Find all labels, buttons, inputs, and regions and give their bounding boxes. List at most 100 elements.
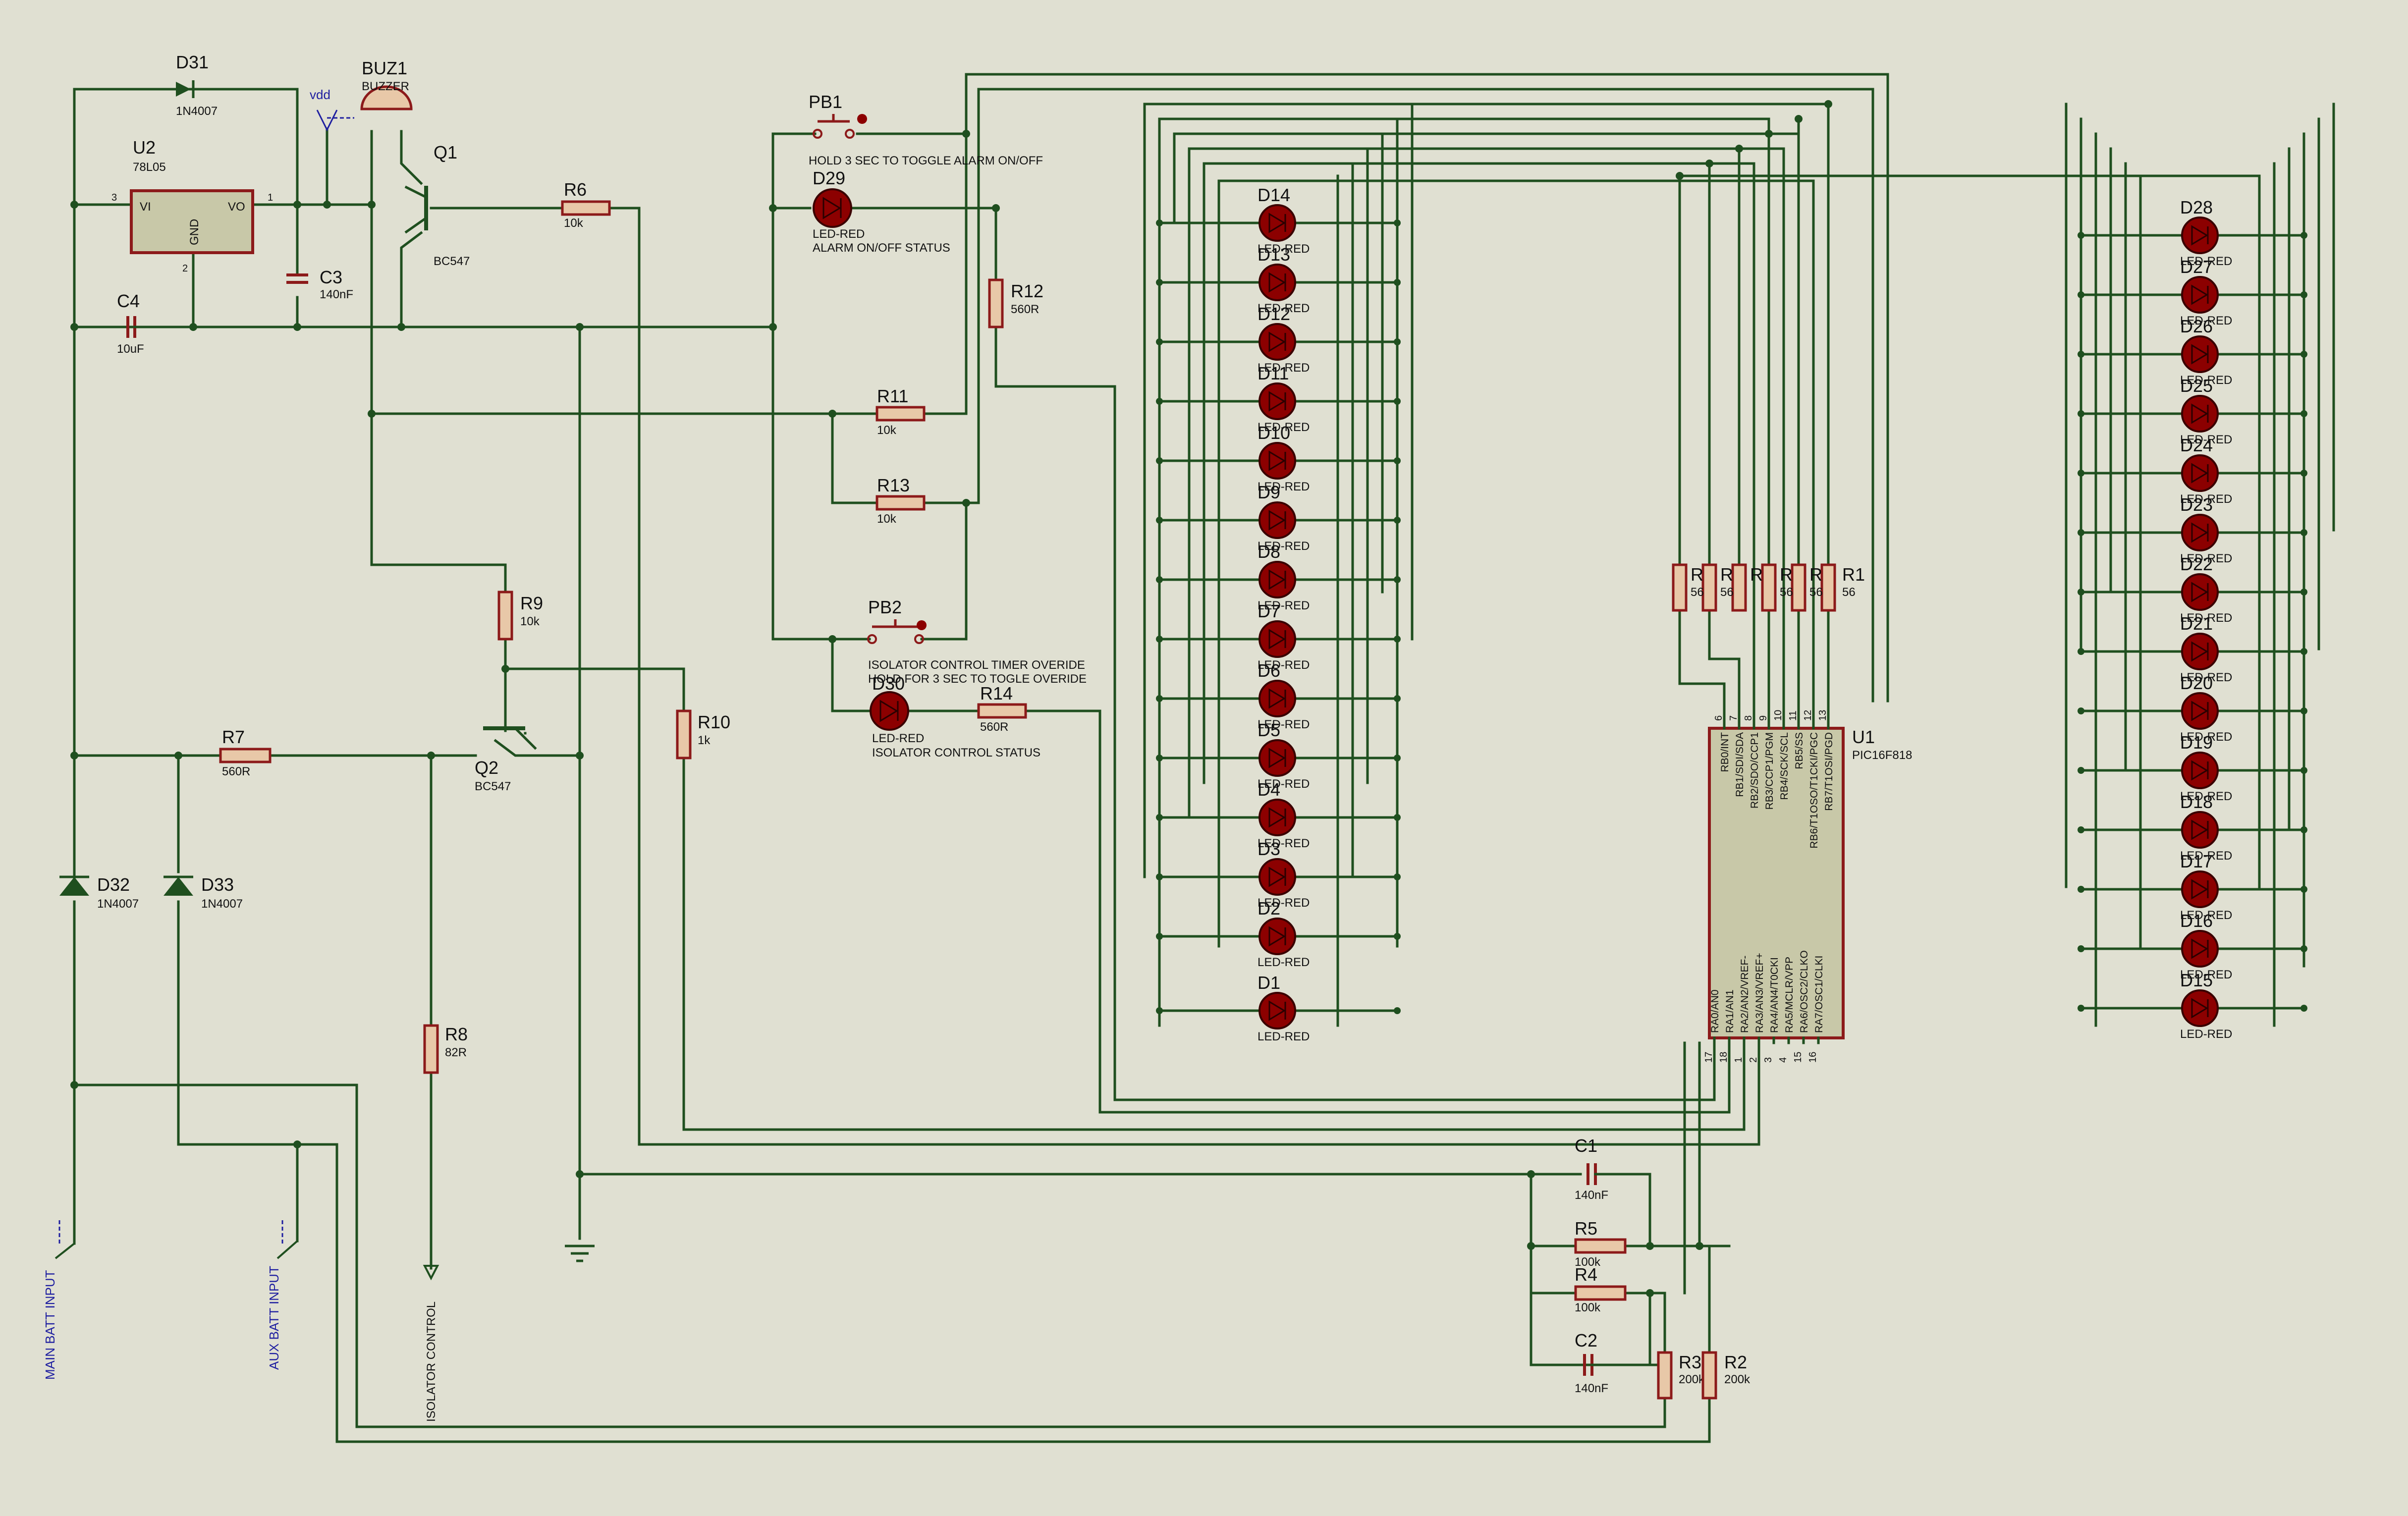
led-ref: D28 [2180, 197, 2213, 217]
q1-ref: Q1 [434, 142, 457, 162]
u2-pin-in: 3 [111, 192, 117, 203]
mcu-top-pin-num: 9 [1758, 715, 1769, 721]
led-d30: D30 LED-RED ISOLATOR CONTROL STATUS [870, 673, 1040, 759]
resistor-r8: R8 82R [423, 1024, 468, 1074]
right-led-column: D28LED-REDD27LED-REDD26LED-REDD25LED-RED… [2078, 197, 2307, 1041]
d33-value: 1N4007 [201, 897, 243, 911]
r11-ref: R11 [877, 386, 908, 406]
led-ref: D5 [1258, 720, 1280, 740]
u2-pin-gnd: 2 [182, 263, 188, 274]
mcu-top-pin-num: 12 [1803, 710, 1813, 721]
led-value: LED-RED [2180, 433, 2232, 446]
mcu-u1: U1 PIC16F818 [1708, 700, 1912, 1044]
mcu-top-pin-name: RB0/INT [1719, 732, 1731, 772]
r13-value: 10k [877, 512, 897, 526]
resistor-r12: R12 560R [988, 278, 1043, 328]
led-value: LED-RED [2180, 552, 2232, 565]
mcu-top-pin-name: RB2/SDO/CCP1 [1749, 732, 1760, 809]
led-value: LED-RED [1258, 777, 1310, 791]
vdd-terminal: vdd [310, 87, 354, 132]
led-value: LED-RED [2180, 611, 2232, 625]
resistor-r14: R14 560R [977, 683, 1027, 734]
c2-value: 140nF [1575, 1382, 1608, 1395]
mcu-bottom-pin-name: RA4/AN4/T0CKI [1769, 957, 1780, 1033]
mcu-bottom-pin-num: 15 [1793, 1052, 1804, 1063]
u2-gnd: GND [188, 219, 201, 245]
mcu-bottom-pin-num: 18 [1718, 1052, 1729, 1063]
mcu-bottom-pin-num: 17 [1703, 1052, 1714, 1063]
r14-value: 560R [980, 720, 1008, 734]
rbank-ref-4: R [1780, 564, 1793, 585]
d29-value: LED-RED [813, 227, 865, 241]
rbank-ref-1: R [1691, 564, 1703, 585]
mcu-top-pin-name: RB1/SDI/SDA [1734, 732, 1746, 797]
pb1-note: HOLD 3 SEC TO TOGGLE ALARM ON/OFF [809, 154, 1043, 167]
r6-value: 10k [564, 217, 584, 230]
mcu-bottom-pin-num: 3 [1763, 1057, 1774, 1063]
d29-ref: D29 [813, 168, 845, 188]
u2-vo: VO [228, 200, 245, 214]
left-led-column: D14LED-REDD13LED-REDD12LED-REDD11LED-RED… [1156, 185, 1401, 1043]
led-value: LED-RED [2180, 671, 2232, 684]
rbank-ref-3: R [1750, 564, 1763, 585]
mcu-top-pin-num: 11 [1788, 710, 1799, 721]
led-ref: D21 [2180, 613, 2213, 634]
mcu-top-pin-name: RB6/T1OSO/T1CKI/PGC [1808, 732, 1820, 849]
resistor-r2: R2 200k [1701, 1351, 1751, 1400]
led-ref: D26 [2180, 316, 2213, 336]
mcu-bottom-pin-name: RA1/AN1 [1724, 989, 1736, 1033]
r9-ref: R9 [520, 593, 543, 613]
diode-d31: D31 1N4007 [176, 52, 218, 118]
resistor-r10: R10 1k [676, 709, 730, 759]
led-value: LED-RED [1258, 718, 1310, 731]
r2-value: 200k [1724, 1373, 1751, 1386]
capacitor-c3: C3 140nF [286, 267, 353, 301]
terminal-main-batt: MAIN BATT INPUT [43, 1219, 75, 1380]
resistor-bank: R 56 R 56 R 56 R 56 R R1 56 [1672, 563, 1865, 612]
pb2-ref: PB2 [868, 597, 902, 617]
led-ref: D27 [2180, 257, 2213, 277]
led-value: LED-RED [2180, 374, 2232, 387]
led-ref: D16 [2180, 911, 2213, 931]
capacitor-c4: C4 10uF [117, 291, 195, 356]
led-value: LED-RED [1258, 896, 1310, 910]
led-ref: D3 [1258, 839, 1280, 859]
mcu-top-pin-name: RB7/T1OSI/PGD [1823, 732, 1835, 811]
led-value: LED-RED [1258, 480, 1310, 493]
resistor-r11: R11 10k [876, 386, 926, 437]
isolator-label: ISOLATOR CONTROL [425, 1301, 438, 1422]
rbank-val-5: 56 [1809, 586, 1823, 599]
pb2-note1: ISOLATOR CONTROL TIMER OVERIDE [868, 658, 1085, 672]
led-value: LED-RED [2180, 314, 2232, 327]
c3-ref: C3 [320, 267, 342, 287]
terminal-aux-batt: AUX BATT INPUT [267, 1219, 298, 1370]
transistor-q1: Q1 BC547 [404, 142, 470, 268]
buz1-ref: BUZ1 [362, 58, 407, 78]
resistor-r4: R4 100k [1574, 1264, 1627, 1314]
regulator-u2: U2 78L05 VI VO GND 3 1 2 [111, 137, 273, 274]
d32-ref: D32 [97, 874, 130, 895]
led-ref: D24 [2180, 435, 2213, 455]
d29-note: ALARM ON/OFF STATUS [813, 241, 950, 255]
r6-ref: R6 [564, 179, 587, 200]
led-value: LED-RED [1258, 1030, 1310, 1043]
resistor-r7: R7 560R [219, 727, 272, 778]
led-ref: D14 [1258, 185, 1290, 205]
r3-value: 200k [1679, 1373, 1705, 1386]
vdd-label: vdd [310, 87, 330, 102]
d31-ref: D31 [176, 52, 209, 72]
